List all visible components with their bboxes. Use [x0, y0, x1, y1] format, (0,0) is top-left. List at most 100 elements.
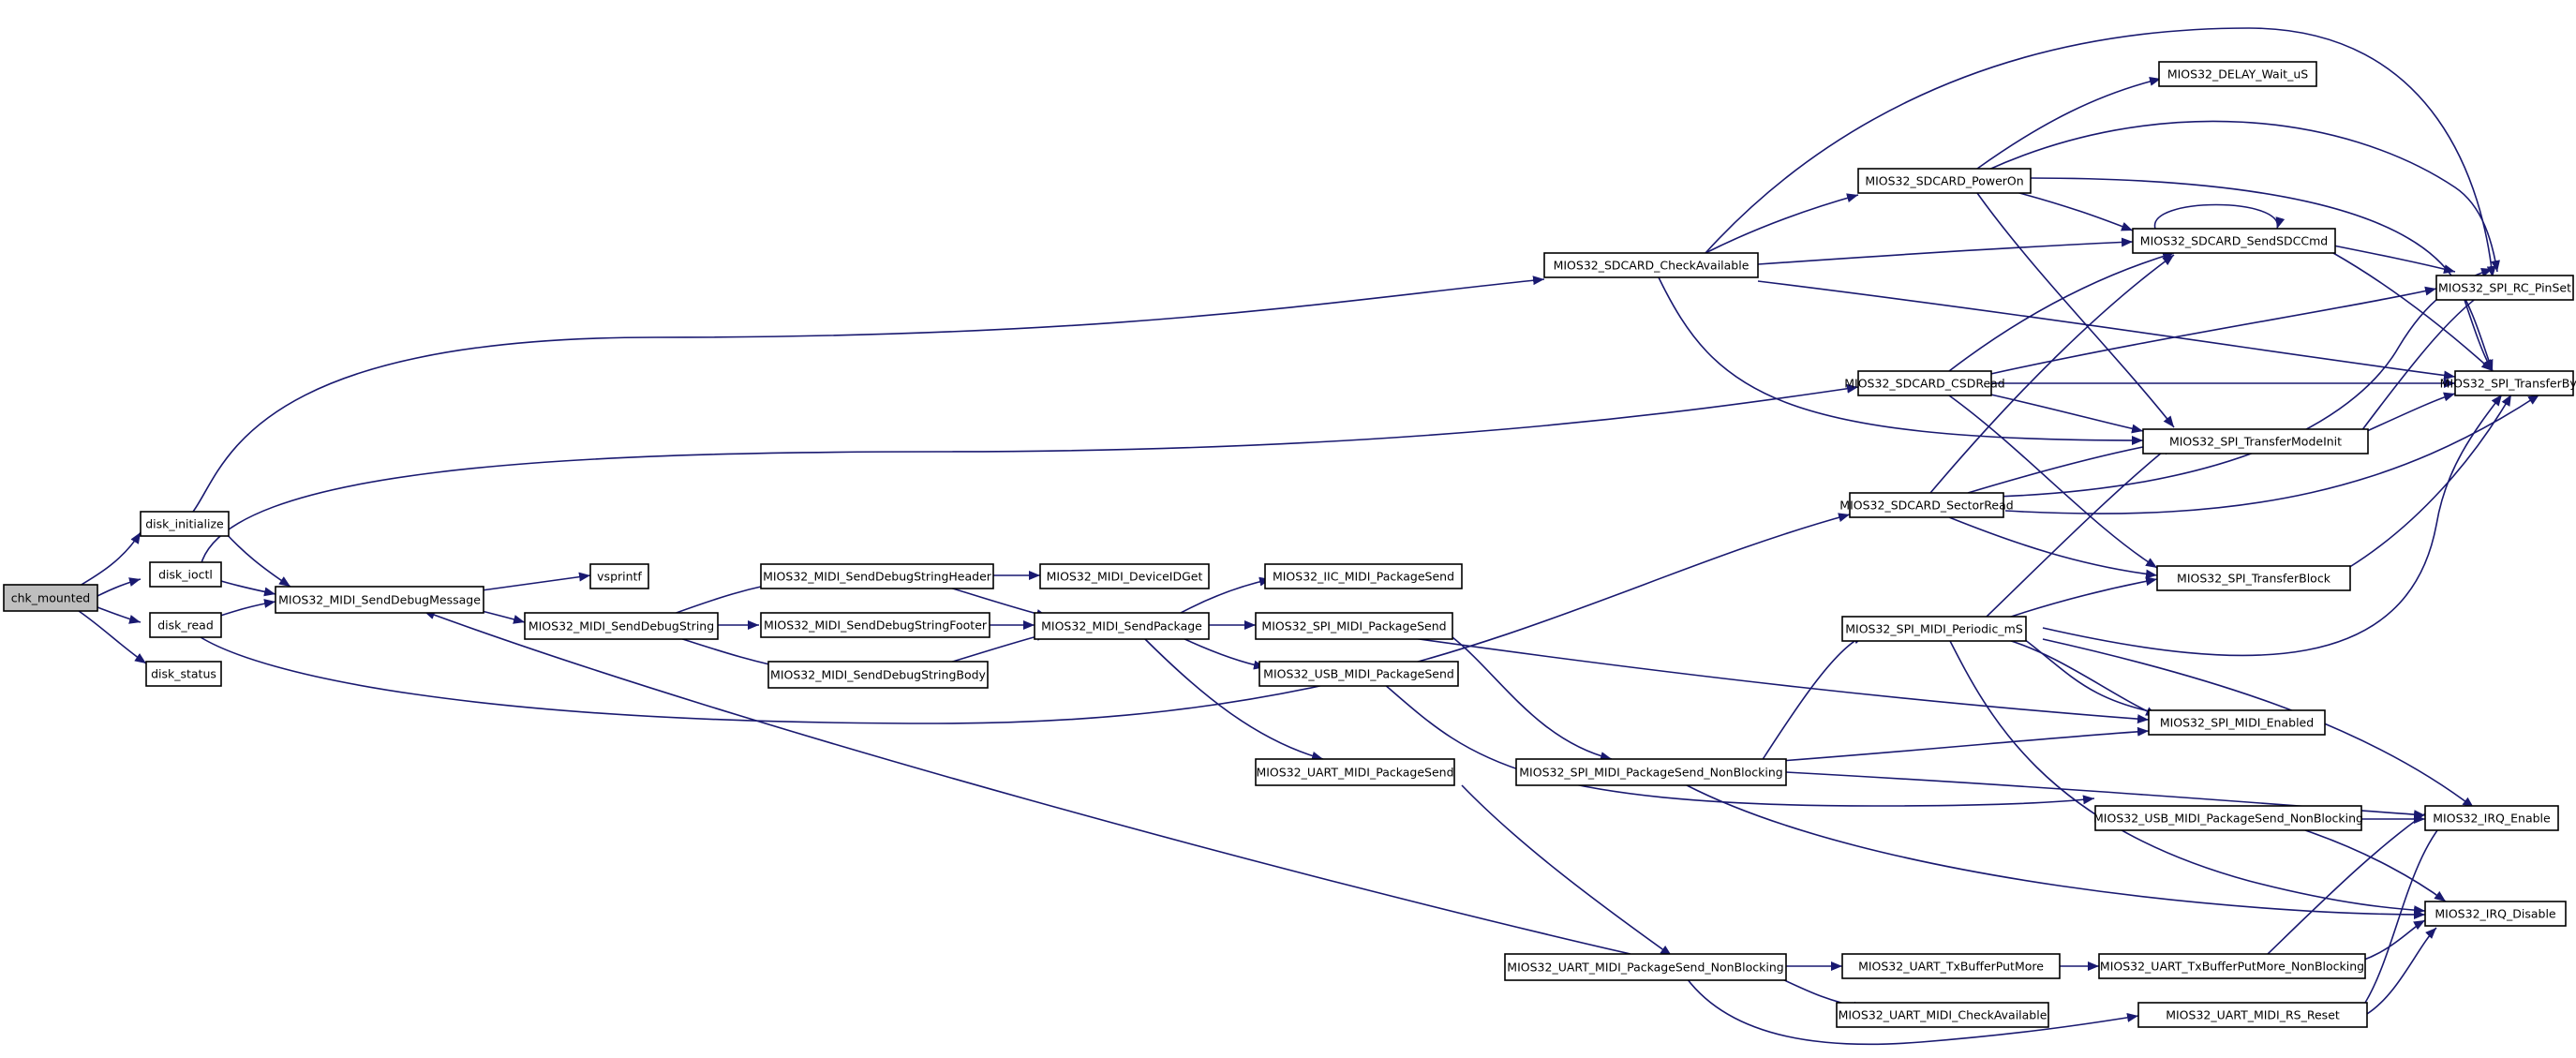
node-label: MIOS32_MIDI_SendDebugString [529, 619, 714, 633]
edge-disk_read-secread [200, 513, 1851, 724]
node-label: vsprintf [597, 570, 642, 584]
edge-spipsnb-spiper [1761, 634, 1866, 762]
node-uartca[interactable]: MIOS32_UART_MIDI_CheckAvailable [1836, 1002, 2049, 1028]
node-box [524, 612, 719, 640]
node-sdsf[interactable]: MIOS32_MIDI_SendDebugStringFooter [760, 612, 990, 638]
node-label: MIOS32_SPI_MIDI_PackageSend [1261, 619, 1446, 633]
node-box [2094, 805, 2362, 831]
node-box [2148, 709, 2326, 736]
edge-uartnb-rsreset [1686, 977, 2139, 1046]
edge-csd-tmi [1986, 393, 2144, 434]
node-disk_initialize[interactable]: disk_initialize [140, 511, 230, 537]
node-box [140, 511, 230, 537]
edge-sdca-tbyte [1757, 280, 2456, 380]
node-spipsnb[interactable]: MIOS32_SPI_MIDI_PackageSend_NonBlocking [1515, 758, 1787, 786]
node-box [1255, 758, 1455, 786]
edge-usbps-usbnb [1377, 678, 2095, 807]
node-box [2132, 228, 2336, 254]
edge-sdcmd-rcpin [2332, 245, 2456, 274]
edge-spipsnb-irqen [1785, 771, 2426, 820]
node-label: MIOS32_MIDI_SendDebugMessage [278, 593, 481, 607]
node-label: MIOS32_SPI_RC_PinSet [2438, 281, 2571, 295]
node-csd[interactable]: MIOS32_SDCARD_CSDRead [1844, 370, 2005, 396]
node-label: MIOS32_DELAY_Wait_uS [2167, 67, 2308, 82]
node-box [2454, 370, 2574, 396]
node-irqen[interactable]: MIOS32_IRQ_Enable [2424, 805, 2559, 831]
node-disk_ioctl[interactable]: disk_ioctl [149, 561, 222, 588]
node-box [2435, 275, 2574, 301]
node-sdpo[interactable]: MIOS32_SDCARD_PowerOn [1857, 168, 2032, 194]
edge-sdcmd-tbyte [2332, 252, 2494, 372]
node-txbuf[interactable]: MIOS32_UART_TxBufferPutMore [1841, 953, 2061, 979]
node-delay[interactable]: MIOS32_DELAY_Wait_uS [2158, 61, 2317, 87]
edge-sdcmd-self [2154, 203, 2286, 230]
node-disk_read[interactable]: disk_read [149, 612, 222, 638]
edge-chk_mounted-disk_ioctl [97, 577, 141, 597]
node-box [1857, 370, 1992, 396]
node-label: MIOS32_SDCARD_SendSDCCmd [2140, 234, 2328, 248]
node-sendpkg[interactable]: MIOS32_MIDI_SendPackage [1034, 612, 1210, 640]
node-label: MIOS32_SPI_TransferByte [2440, 377, 2576, 391]
edge-spiper-irqdis [1948, 638, 2426, 916]
node-tmi[interactable]: MIOS32_SPI_TransferModeInit [2142, 428, 2369, 454]
node-label: chk_mounted [11, 591, 90, 605]
node-box [149, 561, 222, 588]
node-label: MIOS32_UART_TxBufferPutMore [1858, 960, 2044, 974]
edge-usbnb-irqdis [2304, 829, 2447, 902]
node-box [1849, 492, 2004, 518]
node-spiper[interactable]: MIOS32_SPI_MIDI_Periodic_mS [1841, 616, 2027, 642]
node-box [767, 661, 989, 689]
node-rsreset[interactable]: MIOS32_UART_MIDI_RS_Reset [2137, 1002, 2368, 1028]
edge-disk_initialize-sdca [192, 276, 1545, 513]
node-label: MIOS32_SPI_TransferModeInit [2169, 435, 2342, 449]
node-box [760, 563, 994, 589]
node-secread[interactable]: MIOS32_SDCARD_SectorRead [1839, 492, 2014, 518]
node-label: MIOS32_UART_MIDI_RS_Reset [2166, 1008, 2340, 1022]
node-vsprintf[interactable]: vsprintf [589, 563, 649, 589]
node-box [1857, 168, 2032, 194]
node-rcpin[interactable]: MIOS32_SPI_RC_PinSet [2435, 275, 2574, 301]
node-chk_mounted[interactable]: chk_mounted [3, 584, 98, 612]
edge-spipsnb-irqdis [1686, 784, 2426, 919]
node-txbufnb[interactable]: MIOS32_UART_TxBufferPutMore_NonBlocking [2098, 953, 2366, 979]
node-label: MIOS32_SDCARD_CheckAvailable [1554, 259, 1750, 273]
node-tbyte[interactable]: MIOS32_SPI_TransferByte [2440, 370, 2576, 396]
node-sdm[interactable]: MIOS32_MIDI_SendDebugMessage [275, 586, 484, 614]
node-box [1039, 563, 1210, 589]
node-sdsb[interactable]: MIOS32_MIDI_SendDebugStringBody [767, 661, 989, 689]
node-label: MIOS32_MIDI_SendDebugStringBody [770, 668, 986, 682]
node-tblk[interactable]: MIOS32_SPI_TransferBlock [2156, 565, 2351, 591]
edge-sendpkg-iic [1180, 576, 1272, 614]
node-box [3, 584, 98, 612]
node-label: MIOS32_SPI_MIDI_Periodic_mS [1845, 622, 2023, 636]
node-box [1543, 252, 1759, 278]
node-devid[interactable]: MIOS32_MIDI_DeviceIDGet [1039, 563, 1210, 589]
nodes: chk_mounted disk_initialize disk_ioctldisk… [3, 61, 2576, 1028]
node-spien[interactable]: MIOS32_SPI_MIDI_Enabled [2148, 709, 2326, 736]
node-disk_status[interactable]: disk_status [145, 661, 222, 687]
node-box [1841, 616, 2027, 642]
node-usbnb[interactable]: MIOS32_USB_MIDI_PackageSend_NonBlocking [2093, 805, 2363, 831]
node-iic[interactable]: MIOS32_IIC_MIDI_PackageSend [1264, 563, 1463, 589]
node-box [149, 612, 222, 638]
node-uartnb[interactable]: MIOS32_UART_MIDI_PackageSend_NonBlocking [1504, 953, 1787, 981]
node-irqdis[interactable]: MIOS32_IRQ_Disable [2424, 901, 2567, 927]
edge-uartnb-sdm [423, 610, 1631, 955]
node-uartps[interactable]: MIOS32_UART_MIDI_PackageSend [1255, 758, 1455, 786]
node-sdsh[interactable]: MIOS32_MIDI_SendDebugStringHeader [760, 563, 994, 589]
edge-chk_mounted-disk_initialize [74, 531, 141, 589]
node-usbps[interactable]: MIOS32_USB_MIDI_PackageSend [1258, 661, 1459, 687]
edge-sendpkg-usbps [1180, 636, 1266, 670]
node-sdcmd[interactable]: MIOS32_SDCARD_SendSDCCmd [2132, 228, 2336, 254]
node-box [1255, 612, 1453, 640]
edge-spipsnb-spien [1779, 726, 2150, 762]
edge-spiper-tblk [2004, 576, 2158, 619]
node-sds[interactable]: MIOS32_MIDI_SendDebugString [524, 612, 719, 640]
edge-sdca-tmi [1658, 276, 2144, 445]
node-sdca[interactable]: MIOS32_SDCARD_CheckAvailable [1543, 252, 1759, 278]
node-spips[interactable]: MIOS32_SPI_MIDI_PackageSend [1255, 612, 1453, 640]
node-label: MIOS32_UART_MIDI_PackageSend_NonBlocking [1507, 961, 1783, 975]
node-box [1836, 1002, 2049, 1028]
node-label: MIOS32_MIDI_SendDebugStringHeader [763, 570, 992, 584]
